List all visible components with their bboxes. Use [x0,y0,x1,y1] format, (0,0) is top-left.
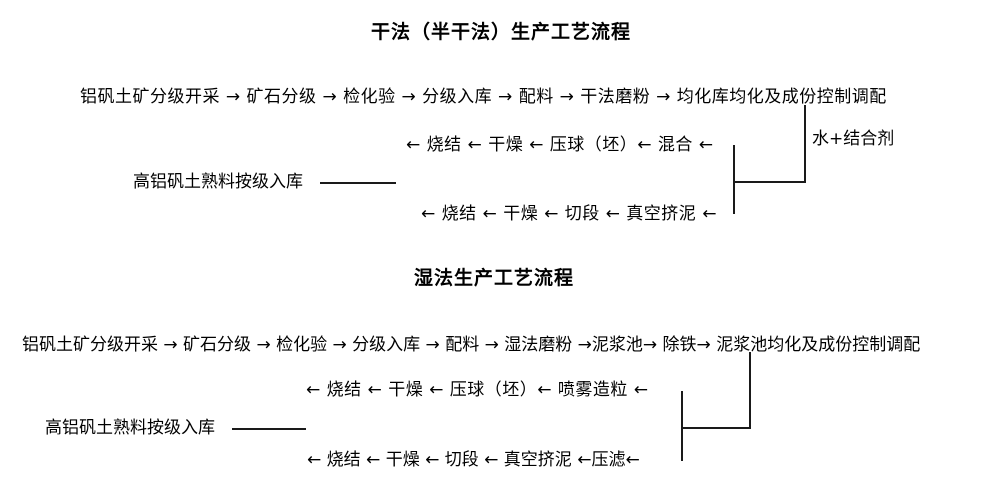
dry-bracket-left-vertical [733,145,735,214]
dry-bracket-horizontal [733,181,806,183]
wet-bracket-left-vertical [681,391,683,461]
wet-bracket-right-vertical [749,352,751,428]
wet-flow-row-1: 铝矾土矿分级开采 → 矿石分级 → 检化验 → 分级入库 → 配料 → 湿法磨粉… [22,335,921,355]
dry-flow-row-2: ← 烧结 ← 干燥 ← 压球（坯）← 混合 ← [406,135,714,155]
wet-clinker-connector-line [232,428,306,430]
dry-clinker-storage-label: 高铝矾土熟料按级入库 [133,172,303,192]
dry-bracket-right-vertical [804,105,806,182]
wet-flow-row-2: ← 烧结 ← 干燥 ← 压球（坯）← 喷雾造粒 ← [306,380,649,400]
wet-flow-row-3: ← 烧结 ← 干燥 ← 切段 ← 真空挤泥 ←压滤← [307,450,640,470]
wet-clinker-storage-label: 高铝矾土熟料按级入库 [45,418,215,438]
dry-clinker-connector-line [320,182,396,184]
dry-flow-row-1: 铝矾土矿分级开采 → 矿石分级 → 检化验 → 分级入库 → 配料 → 干法磨粉… [80,87,887,107]
dry-flow-row-3: ← 烧结 ← 干燥 ← 切段 ← 真空挤泥 ← [421,204,717,224]
wet-section-title: 湿法生产工艺流程 [414,267,575,289]
dry-section-title: 干法（半干法）生产工艺流程 [371,21,632,43]
wet-bracket-horizontal [681,427,751,429]
dry-additive-label: 水+结合剂 [812,129,895,149]
